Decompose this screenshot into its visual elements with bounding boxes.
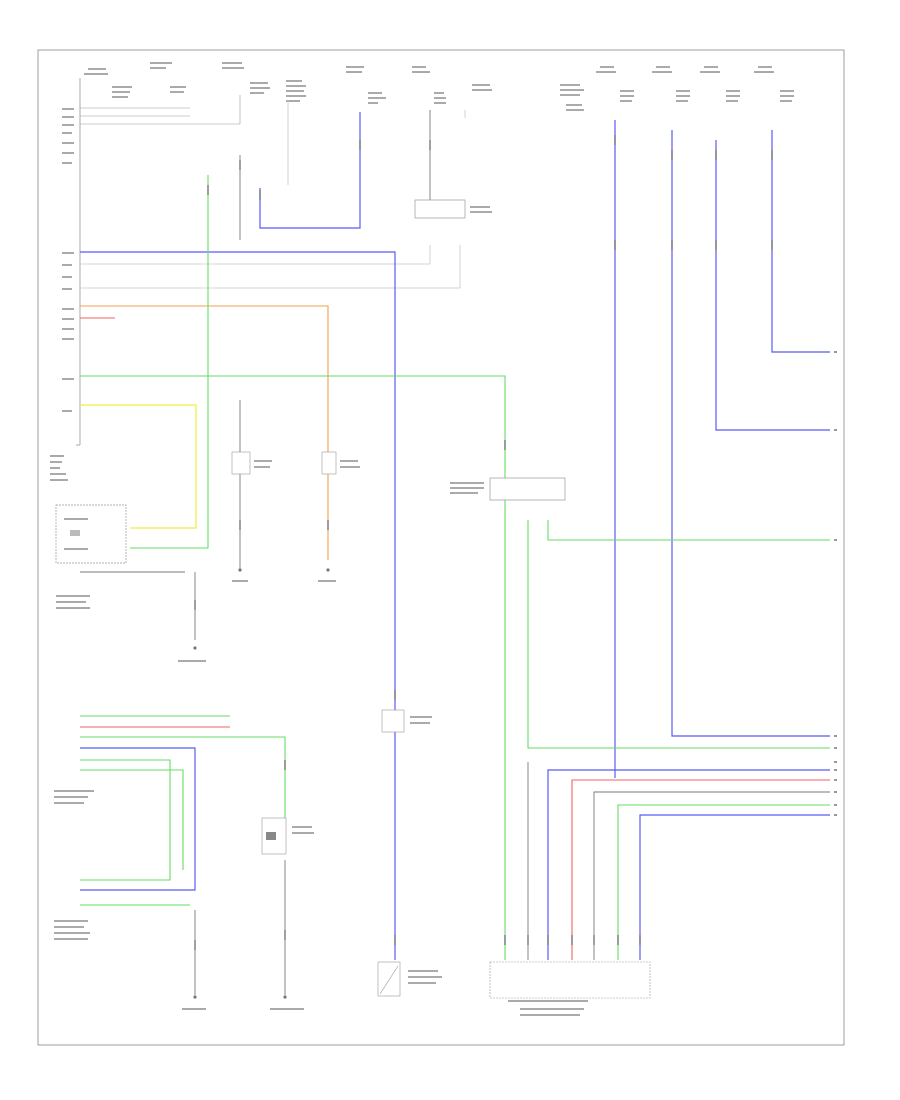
- connector-label-5: [346, 66, 386, 104]
- window-switch-b: [54, 920, 304, 1010]
- connector-label-7: [472, 84, 492, 91]
- red-wires: [80, 317, 830, 960]
- connector-label-9: [596, 66, 634, 102]
- connector-label-10: [652, 66, 690, 102]
- connector-label-2: [150, 62, 186, 93]
- diagram-frame: [37, 49, 845, 1046]
- connector-label-3: [222, 62, 270, 94]
- connector-label-11: [700, 66, 740, 102]
- connector-label-6: [412, 66, 446, 104]
- front-door-switch: [55, 504, 127, 609]
- gray-wires: [80, 100, 466, 289]
- gray-wires-lower: [80, 110, 830, 995]
- connector-label-12: [754, 66, 794, 102]
- bottom-connector: [489, 961, 651, 1016]
- top-connector-labels: [84, 62, 794, 111]
- orange-wires: [80, 305, 329, 560]
- motor-box: [377, 961, 442, 997]
- relay-lower: [381, 709, 432, 733]
- connector-label-8: [560, 84, 584, 111]
- right-terminals: [834, 351, 837, 816]
- body-module: [50, 78, 241, 481]
- blue-wires: [80, 112, 830, 960]
- junction-center: [450, 477, 566, 501]
- window-switch-a: [54, 790, 314, 855]
- connector-label-4: [286, 80, 306, 102]
- relay-top: [414, 199, 492, 219]
- mid-relays: [178, 451, 360, 662]
- yellow-wires: [80, 404, 197, 529]
- connector-label-1: [84, 68, 132, 98]
- green-wires: [80, 175, 830, 960]
- wire-splice-marks: [194, 135, 773, 950]
